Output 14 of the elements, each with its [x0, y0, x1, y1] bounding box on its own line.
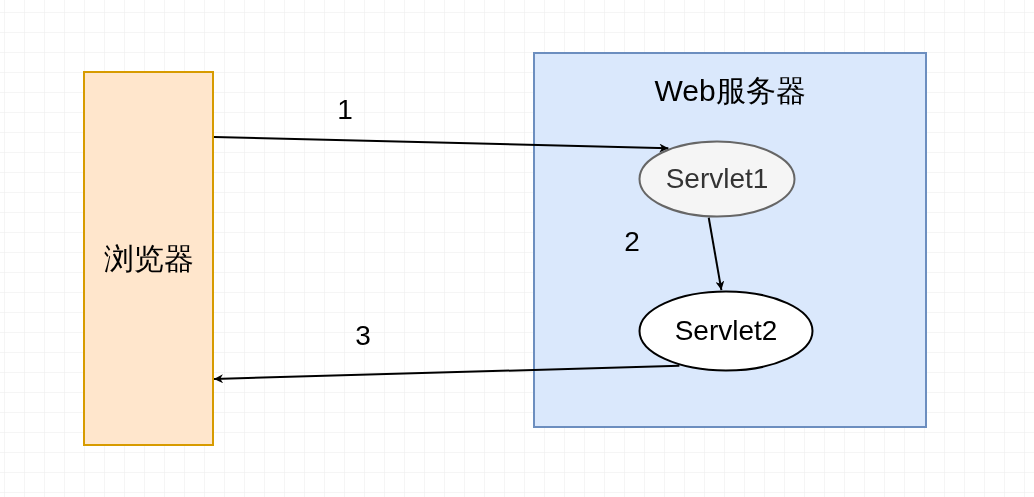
node-label: Servlet2 — [674, 317, 778, 345]
arrow — [707, 216, 725, 292]
node-label: Servlet1 — [665, 165, 769, 193]
edge-label: 2 — [624, 228, 640, 256]
node-label: 浏览器 — [103, 243, 194, 274]
process-box — [83, 71, 214, 446]
server-container — [533, 52, 927, 428]
edge-label: 3 — [355, 322, 371, 350]
edge-label: 1 — [337, 96, 353, 124]
ellipse-node — [638, 290, 814, 372]
arrow — [213, 136, 670, 153]
node-label: Web服务器 — [654, 76, 806, 106]
ellipse-node — [638, 140, 796, 218]
arrow — [213, 364, 681, 384]
